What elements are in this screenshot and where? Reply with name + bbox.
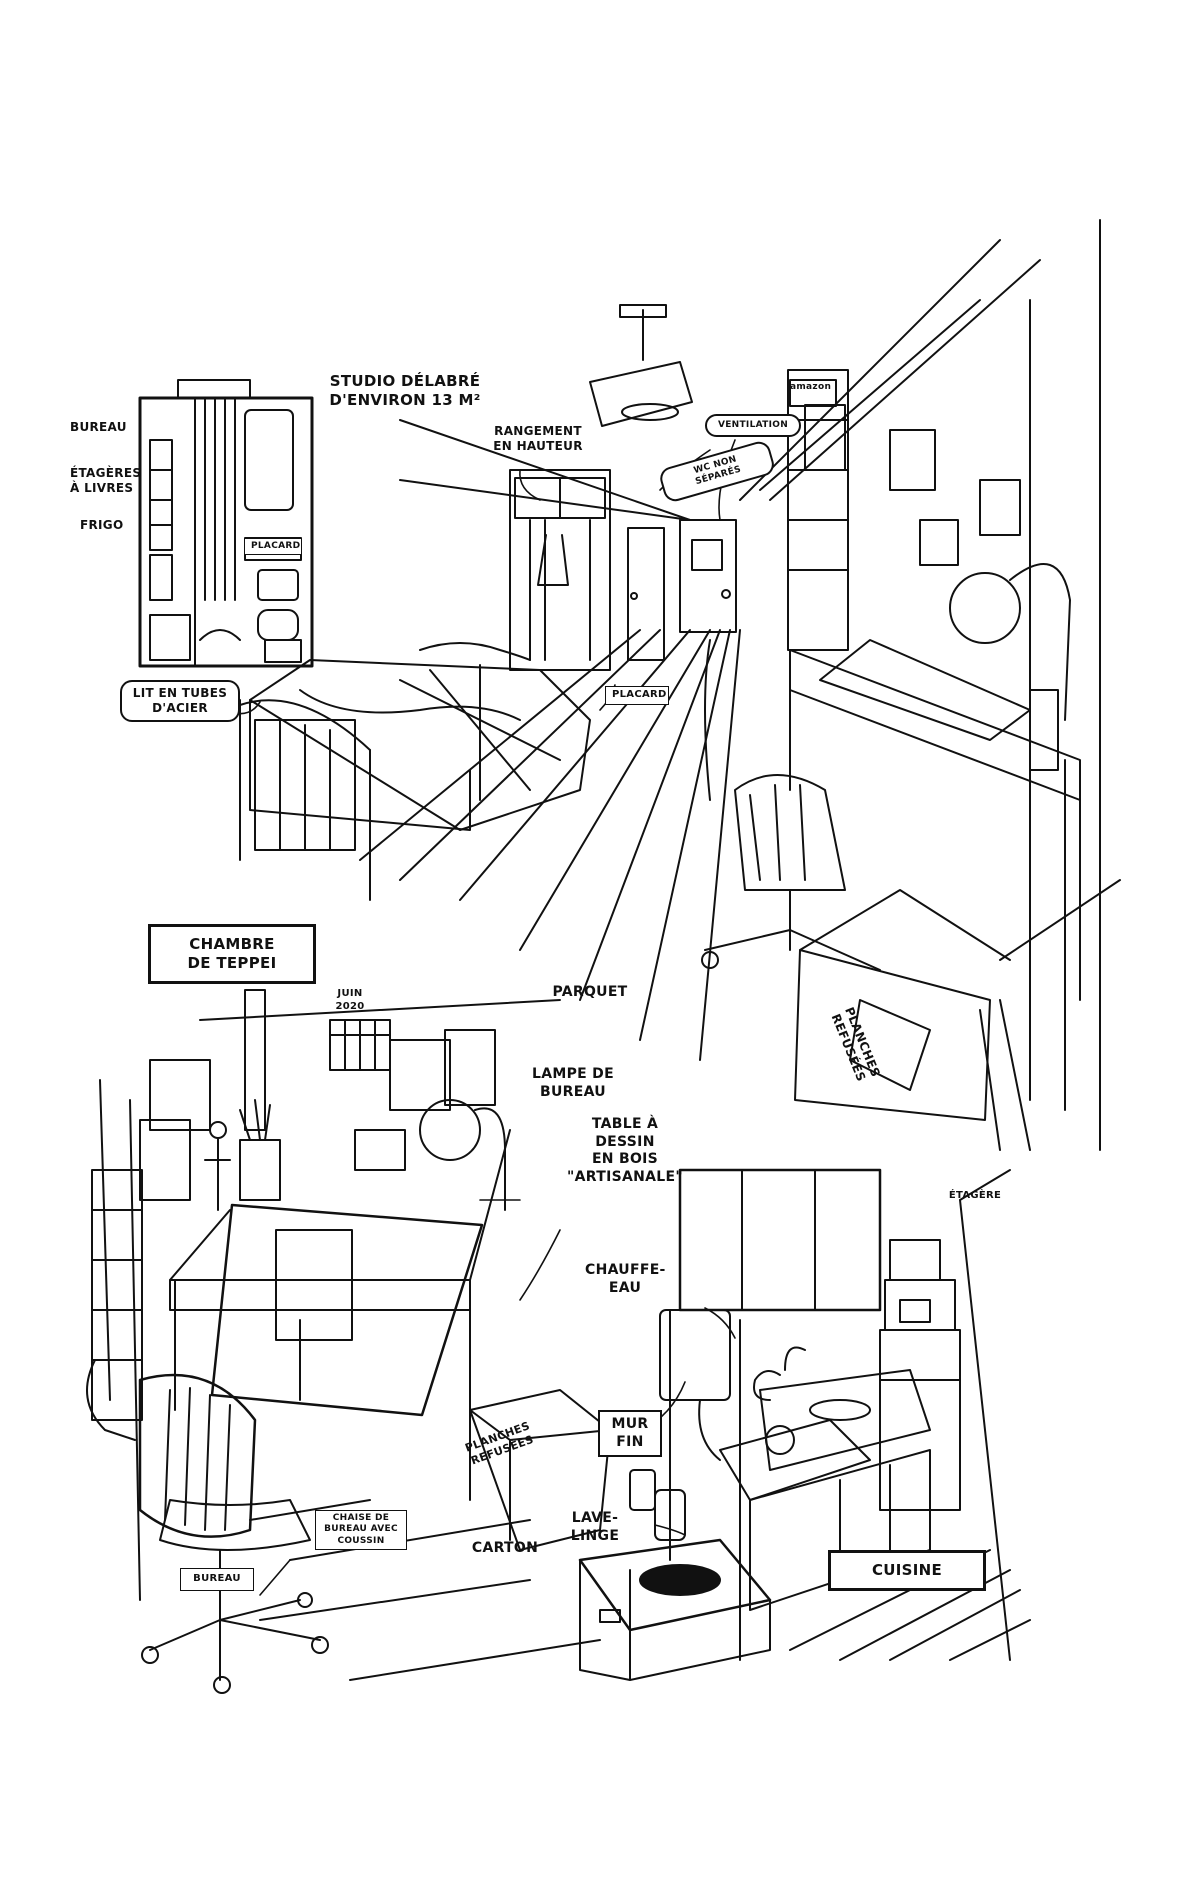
lampe-label: LAMPE DE BUREAU: [532, 1066, 614, 1100]
amazon-label: amazon: [790, 382, 832, 392]
mur-label: MUR FIN: [598, 1410, 662, 1457]
parquet-label: PARQUET: [552, 984, 628, 1000]
carton-label: CARTON: [471, 1540, 539, 1556]
kitchen-scene: [578, 1168, 1031, 1681]
cuisine-title-label: CUISINE: [828, 1550, 986, 1591]
lave-label: LAVE- LINGE: [570, 1510, 620, 1544]
lit-label: LIT EN TUBES D'ACIER: [120, 680, 240, 722]
plan-frigo-label: FRIGO: [80, 518, 124, 532]
plan-etageres-label: ÉTAGÈRES À LIVRES: [70, 466, 142, 495]
studio-title-label: STUDIO DÉLABRÉ D'ENVIRON 13 M²: [329, 372, 481, 409]
placard-label: PLACARD: [605, 686, 669, 705]
ventilation-label: VENTILATION: [705, 414, 801, 438]
chauffe-label: CHAUFFE- EAU: [585, 1262, 666, 1296]
table-label: TABLE À DESSIN EN BOIS "ARTISANALE": [567, 1116, 683, 1185]
chambre-title-label: CHAMBRE DE TEPPEI: [148, 924, 316, 984]
plan-bureau-label: BUREAU: [70, 420, 127, 434]
teppei-desk-scene: [86, 989, 611, 1694]
etagere-label: ÉTAGÈRE: [948, 1190, 1002, 1201]
bureau-label: BUREAU: [180, 1568, 254, 1591]
plan-placard-label: PLACARD: [244, 538, 302, 556]
chaise-label: CHAISE DE BUREAU AVEC COUSSIN: [315, 1510, 407, 1550]
rangement-label: RANGEMENT EN HAUTEUR: [493, 424, 583, 453]
studio-perspective: [239, 219, 1121, 1151]
juin-label: JUIN 2020: [335, 988, 365, 1012]
